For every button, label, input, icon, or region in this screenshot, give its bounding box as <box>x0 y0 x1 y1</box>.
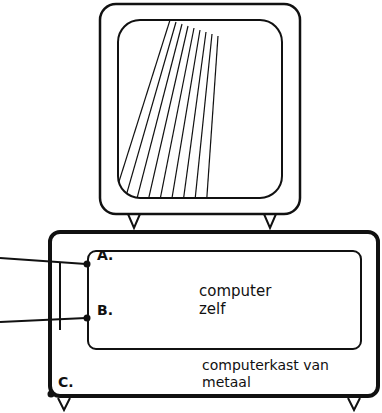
hatch-stroke <box>206 36 218 198</box>
monitor-housing <box>100 4 300 214</box>
terminal-label: C. <box>58 374 74 390</box>
hatch-stroke <box>134 24 182 198</box>
computer-box: computer zelf <box>87 250 362 350</box>
monitor-feet <box>128 214 276 228</box>
screen-hatching <box>118 20 218 198</box>
node-label: computerkast van metaal <box>202 357 372 391</box>
monitor-screen <box>118 20 282 198</box>
wire-b <box>0 318 86 322</box>
hatch-stroke <box>146 26 188 198</box>
case-feet <box>58 398 360 410</box>
hatch-stroke <box>122 22 176 198</box>
hatch-stroke <box>194 34 212 198</box>
hatch-stroke <box>182 32 206 198</box>
terminal-label: B. <box>97 302 113 318</box>
terminal-label: A. <box>97 247 113 263</box>
wire-a <box>0 258 86 264</box>
node-label: computer zelf <box>199 282 294 318</box>
